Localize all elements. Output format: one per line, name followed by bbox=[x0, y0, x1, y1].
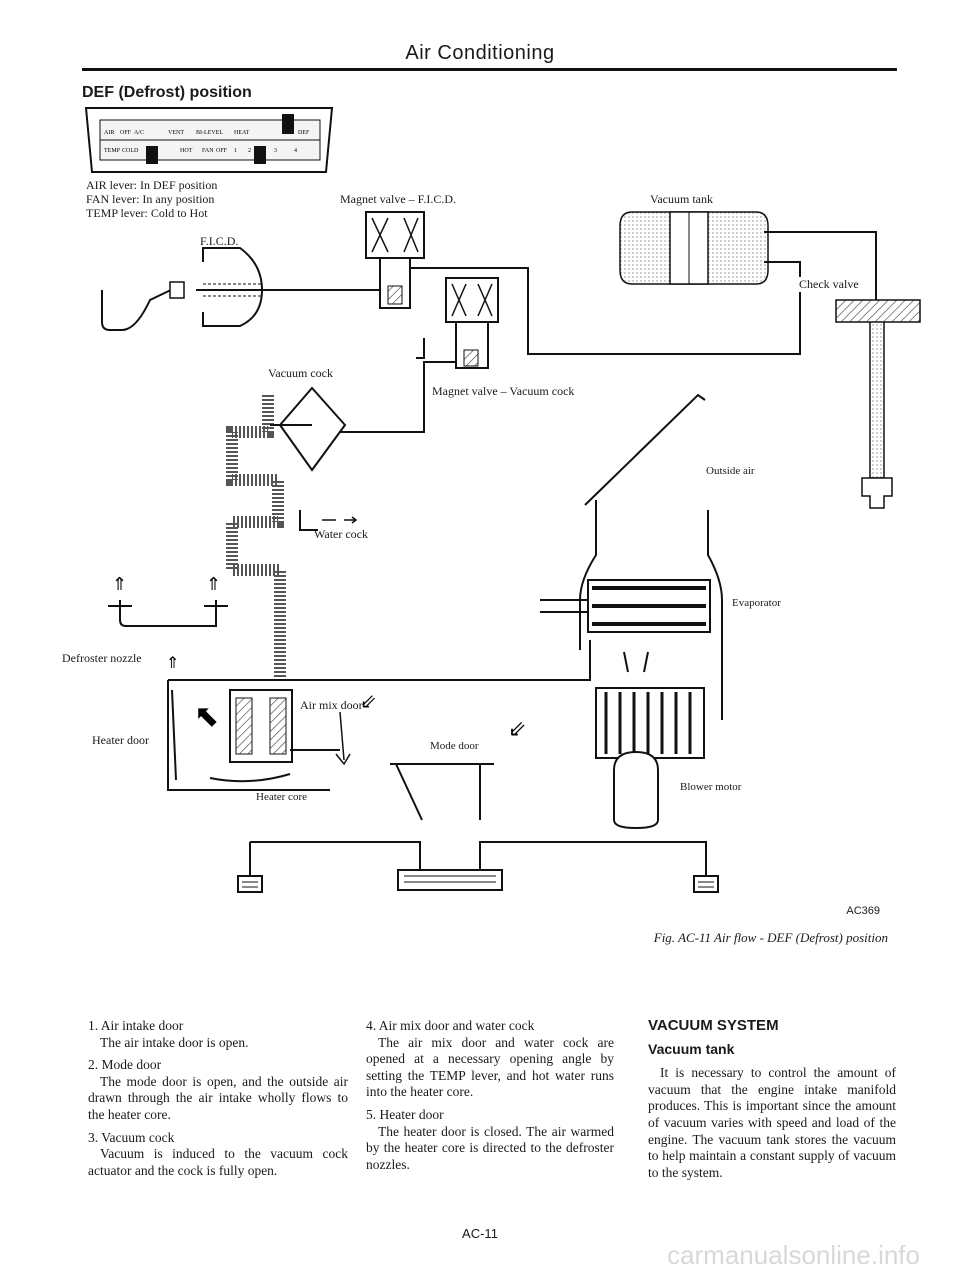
airflow-arrow-icon: ⬉ bbox=[194, 700, 219, 733]
airflow-arrow-icon: ⇑ bbox=[112, 574, 127, 594]
vacuum-tank-subheading: Vacuum tank bbox=[648, 1040, 735, 1057]
figure-code: AC369 bbox=[846, 905, 880, 917]
airflow-arrow-icon: ⇙ bbox=[508, 716, 526, 741]
label-evaporator: Evaporator bbox=[732, 597, 781, 609]
panel-fan-off-label: OFF bbox=[216, 148, 228, 154]
panel-temp-label: TEMP bbox=[104, 148, 121, 154]
heater-unit-housing bbox=[168, 640, 591, 681]
panel-fan-label: FAN bbox=[202, 148, 214, 154]
svg-text:1: 1 bbox=[234, 148, 237, 154]
label-defroster-nozzle: Defroster nozzle bbox=[62, 651, 142, 665]
panel-off-label: OFF bbox=[120, 130, 132, 136]
item-vacuum-cock: 3. Vacuum cock Vacuum is induced to the … bbox=[88, 1130, 348, 1180]
text-column-3: VACUUM SYSTEM Vacuum tank It is necessar… bbox=[648, 1017, 896, 1187]
air-lever-knob bbox=[282, 114, 294, 134]
figure-caption: Fig. AC-11 Air flow - DEF (Defrost) posi… bbox=[653, 930, 888, 945]
label-heater-door: Heater door bbox=[92, 733, 149, 747]
floor-outlet-right bbox=[693, 875, 719, 893]
ficd-actuator bbox=[202, 247, 264, 327]
airflow-diagram: ⇑ ⇑ ⇑ ⬉ ⇙ ⇙ bbox=[101, 211, 921, 893]
panel-bilevel-label: BI-LEVEL bbox=[196, 130, 223, 136]
floor-outlet-left bbox=[237, 875, 263, 893]
panel-def-label: DEF bbox=[298, 130, 310, 136]
fan-lever-note: FAN lever: In any position bbox=[86, 192, 215, 206]
label-air-mix-door: Air mix door bbox=[300, 698, 363, 712]
item-title: 5. Heater door bbox=[366, 1106, 444, 1122]
temp-lever-knob bbox=[146, 146, 158, 164]
airflow-arrow-icon: ⇑ bbox=[206, 574, 221, 594]
vacuum-cock-diaphragm bbox=[278, 386, 347, 472]
label-check-valve: Check valve bbox=[799, 277, 859, 292]
label-water-cock: Water cock bbox=[314, 527, 368, 541]
item-mode-door: 2. Mode door The mode door is open, and … bbox=[88, 1057, 348, 1123]
label-magnet-valve-vacuum-cock: Magnet valve – Vacuum cock bbox=[432, 384, 575, 398]
vacuum-system-heading: VACUUM SYSTEM bbox=[648, 1017, 779, 1034]
lever-settings: AIR lever: In DEF position FAN lever: In… bbox=[86, 178, 217, 220]
vacuum-line-main bbox=[410, 261, 801, 355]
page-number: AC-11 bbox=[462, 1226, 498, 1241]
item-body: The air mix door and water cock are open… bbox=[366, 1034, 614, 1100]
label-magnet-valve-ficd: Magnet valve – F.I.C.D. bbox=[340, 192, 457, 206]
heater-door bbox=[171, 689, 177, 781]
outlet-duct bbox=[250, 841, 421, 871]
label-blower-motor: Blower motor bbox=[680, 781, 742, 793]
item-body: The air intake door is open. bbox=[100, 1034, 249, 1050]
label-vacuum-tank: Vacuum tank bbox=[650, 192, 713, 206]
check-valve bbox=[835, 299, 921, 323]
page-header-title: Air Conditioning bbox=[405, 42, 555, 64]
airflow-arrow-icon: ⇙ bbox=[360, 691, 377, 713]
label-vacuum-cock: Vacuum cock bbox=[268, 366, 333, 380]
magnet-valve-vacuum-cock bbox=[445, 277, 499, 323]
svg-text:4: 4 bbox=[294, 148, 297, 154]
control-panel-illustration: AIR OFF A/C VENT BI-LEVEL HEAT DEF TEMP … bbox=[84, 107, 334, 173]
label-heater-core: Heater core bbox=[256, 791, 307, 803]
svg-text:2: 2 bbox=[248, 148, 251, 154]
item-air-mix-door-water-cock: 4. Air mix door and water cock The air m… bbox=[366, 1018, 614, 1101]
label-ficd: F.I.C.D. bbox=[200, 234, 239, 248]
header-rule bbox=[82, 68, 897, 71]
fan-lever-knob bbox=[254, 146, 266, 164]
panel-hot-label: HOT bbox=[180, 148, 193, 154]
text-column-2: 4. Air mix door and water cock The air m… bbox=[366, 1018, 614, 1179]
blower-fan bbox=[595, 687, 705, 759]
defroster-nozzle-left bbox=[119, 600, 217, 627]
section-title: DEF (Defrost) position bbox=[82, 84, 252, 101]
panel-heat-label: HEAT bbox=[234, 130, 250, 136]
air-lever-note: AIR lever: In DEF position bbox=[86, 178, 218, 192]
watermark: carmanualsonline.info bbox=[667, 1240, 920, 1270]
item-title: 2. Mode door bbox=[88, 1057, 162, 1073]
text-column-1: 1. Air intake door The air intake door i… bbox=[88, 1018, 348, 1185]
label-outside-air: Outside air bbox=[706, 465, 755, 477]
magnet-valve-ficd bbox=[365, 211, 425, 259]
item-title: 1. Air intake door bbox=[88, 1018, 184, 1033]
item-body: Vacuum is induced to the vacuum cock act… bbox=[88, 1146, 348, 1178]
item-title: 3. Vacuum cock bbox=[88, 1129, 175, 1145]
air-intake-door bbox=[584, 393, 706, 506]
airflow-arrow-icon: ⇑ bbox=[166, 655, 179, 672]
blower-motor bbox=[613, 750, 659, 830]
panel-ac-label: A/C bbox=[134, 130, 144, 136]
item-title: 4. Air mix door and water cock bbox=[366, 1018, 535, 1033]
item-body: The mode door is open, and the outside a… bbox=[88, 1073, 348, 1122]
label-mode-door: Mode door bbox=[430, 740, 479, 752]
ficd-hose bbox=[101, 287, 176, 331]
center-outlet bbox=[397, 869, 503, 891]
panel-cold-label: COLD bbox=[122, 148, 139, 154]
panel-air-label: AIR bbox=[104, 130, 114, 136]
item-heater-door: 5. Heater door The heater door is closed… bbox=[366, 1107, 614, 1173]
item-body: The heater door is closed. The air warme… bbox=[366, 1123, 614, 1172]
svg-text:3: 3 bbox=[274, 148, 277, 154]
water-cock bbox=[299, 510, 318, 531]
water-pipe bbox=[226, 395, 286, 680]
vacuum-tank-body: It is necessary to control the amount of… bbox=[648, 1065, 896, 1180]
item-air-intake-door: 1. Air intake door The air intake door i… bbox=[88, 1018, 348, 1051]
temp-lever-note: TEMP lever: Cold to Hot bbox=[86, 206, 208, 220]
panel-vent-label: VENT bbox=[168, 130, 184, 136]
